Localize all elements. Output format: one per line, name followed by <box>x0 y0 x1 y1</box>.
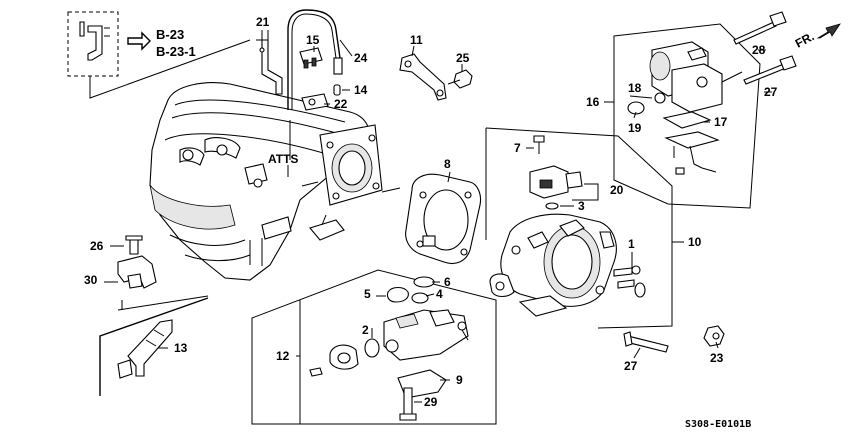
iacv-box-outline <box>251 269 497 425</box>
part-29-bolt <box>399 387 417 421</box>
callout-7[interactable]: 7 <box>514 141 521 155</box>
front-direction-label: FR. <box>793 29 817 50</box>
callout-10[interactable]: 10 <box>688 235 702 249</box>
intake-manifold <box>149 82 401 281</box>
callout-4[interactable]: 4 <box>436 287 443 301</box>
diagram-code: S308-E0101B <box>685 419 751 430</box>
part-23-nut <box>703 325 725 347</box>
arrow-right-icon <box>127 31 151 51</box>
callout-6[interactable]: 6 <box>444 275 451 289</box>
arrow-front-icon <box>816 23 841 39</box>
part-5-gasket <box>386 286 409 303</box>
part-28-bolt <box>733 11 787 45</box>
part-10-throttle-body <box>489 213 617 317</box>
callout-27-upper[interactable]: 27 <box>764 85 778 99</box>
callout-12[interactable]: 12 <box>276 349 290 363</box>
callout-18[interactable]: 18 <box>628 81 642 95</box>
part-1-screws <box>613 265 646 298</box>
callout-23[interactable]: 23 <box>710 351 724 365</box>
callout-28[interactable]: 28 <box>752 43 766 57</box>
part-27-lower-bolt <box>623 331 669 353</box>
part-13-outline <box>99 297 209 396</box>
callout-14[interactable]: 14 <box>354 83 368 97</box>
part-14-clip <box>333 84 341 96</box>
callout-30[interactable]: 30 <box>84 273 98 287</box>
eacv-box-outline <box>613 23 761 209</box>
atts-label[interactable]: ATTS <box>268 152 298 166</box>
reference-inset: B-23 B-23-1 <box>67 11 251 99</box>
part-4-o-ring <box>411 292 429 304</box>
part-15-connector <box>299 47 323 69</box>
left-leader-line <box>117 295 209 311</box>
callout-21[interactable]: 21 <box>256 15 270 29</box>
callout-1[interactable]: 1 <box>628 237 635 251</box>
callout-20[interactable]: 20 <box>610 183 624 197</box>
callout-11[interactable]: 11 <box>410 33 423 47</box>
callout-22[interactable]: 22 <box>334 97 348 111</box>
callout-5[interactable]: 5 <box>364 287 371 301</box>
iacv-bolt <box>309 367 323 377</box>
callout-8[interactable]: 8 <box>444 157 451 171</box>
part-12-iacv <box>383 309 469 361</box>
callout-24[interactable]: 24 <box>354 51 368 65</box>
callout-labels: 1 2 3 4 5 6 7 8 9 10 11 12 13 14 15 16 1… <box>84 15 778 409</box>
part-6-gasket <box>413 276 435 288</box>
part-30-bracket <box>117 235 157 289</box>
part-13-bracket <box>117 319 173 379</box>
callout-16[interactable]: 16 <box>586 95 600 109</box>
part-27-upper-bolt <box>743 55 797 85</box>
part-19-o-ring <box>627 101 645 115</box>
atts-group: ATTS <box>268 120 298 177</box>
callout-2[interactable]: 2 <box>362 323 369 337</box>
part-24-tube <box>287 9 343 110</box>
throttle-box-outline <box>485 127 673 329</box>
ref-label-b23-1[interactable]: B-23-1 <box>156 44 196 59</box>
callout-13[interactable]: 13 <box>174 341 188 355</box>
callout-27-lower[interactable]: 27 <box>624 359 638 373</box>
part-8-gasket <box>405 173 482 265</box>
part-21-bracket <box>256 30 283 95</box>
callout-19[interactable]: 19 <box>628 121 642 135</box>
part-25-bolt <box>447 69 473 89</box>
callout-9[interactable]: 9 <box>456 373 463 387</box>
part-11-bracket <box>399 53 447 101</box>
leader-lines <box>104 30 772 403</box>
ref-label-b23[interactable]: B-23 <box>156 27 184 42</box>
front-direction: FR. <box>793 23 841 51</box>
part-7-bolt <box>533 135 545 154</box>
part-2-o-ring <box>364 338 380 358</box>
part-17-gasket <box>662 111 720 175</box>
part-16-eacv <box>649 41 743 113</box>
part-22-sensor <box>301 93 329 111</box>
callout-26[interactable]: 26 <box>90 239 104 253</box>
part-20-sensor <box>529 165 583 199</box>
part-18-nut <box>654 92 666 104</box>
callout-25[interactable]: 25 <box>456 51 470 65</box>
part-3-o-ring <box>545 202 559 210</box>
callout-15[interactable]: 15 <box>306 33 320 47</box>
callout-3[interactable]: 3 <box>578 199 585 213</box>
callout-17[interactable]: 17 <box>714 115 728 129</box>
callout-29[interactable]: 29 <box>424 395 438 409</box>
